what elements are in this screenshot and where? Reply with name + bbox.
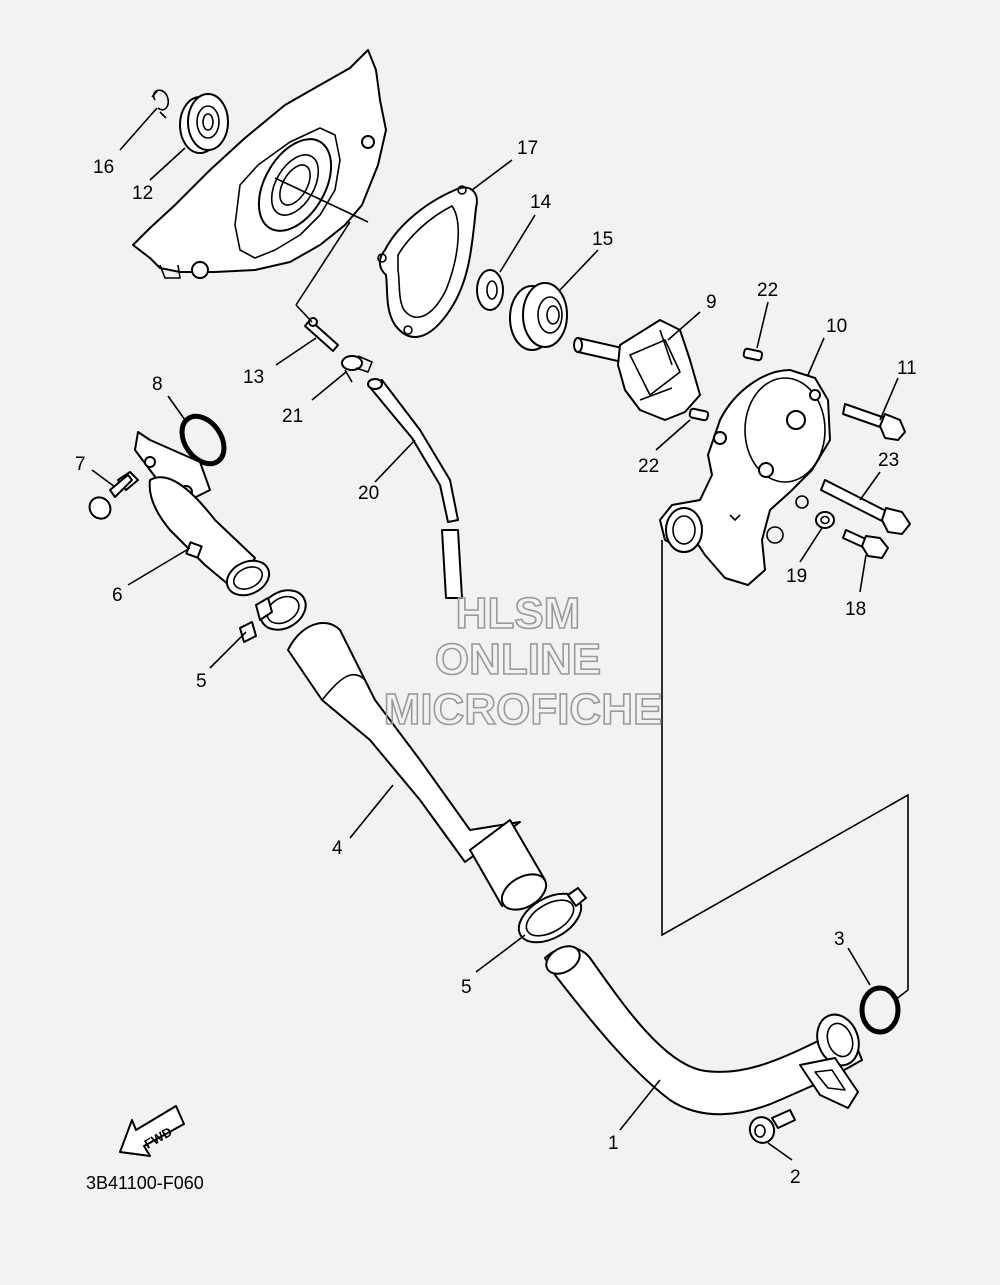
callout-19: 19 xyxy=(786,566,807,587)
callout-12: 12 xyxy=(132,183,153,204)
callout-13: 13 xyxy=(243,367,264,388)
callout-20: 20 xyxy=(358,483,379,504)
callout-11: 11 xyxy=(897,358,917,379)
bolt-11 xyxy=(842,403,906,441)
hose-4 xyxy=(287,621,548,911)
bolt-18 xyxy=(842,529,889,559)
watermark: HLSM ONLINE MICROFICHE xyxy=(383,588,663,735)
callout-7: 7 xyxy=(75,454,86,475)
callout-1: 1 xyxy=(608,1133,619,1154)
callout-5-upper: 5 xyxy=(196,671,207,692)
callout-8: 8 xyxy=(152,374,163,395)
callout-labels: 16 12 17 14 15 9 22 10 11 13 8 21 22 23 … xyxy=(75,138,917,1188)
o-ring-3 xyxy=(859,985,901,1035)
callout-10: 10 xyxy=(826,316,847,337)
watermark-line-3: MICROFICHE xyxy=(384,685,663,734)
watermark-line-1: HLSM xyxy=(456,589,581,638)
callout-14: 14 xyxy=(530,192,552,213)
callout-21: 21 xyxy=(282,406,303,427)
fwd-arrow: FWD xyxy=(119,1105,185,1157)
circlip-16 xyxy=(151,89,170,119)
impeller-shaft-9 xyxy=(573,319,701,421)
bearing-12 xyxy=(179,93,229,154)
callout-9: 9 xyxy=(706,292,717,313)
callout-23: 23 xyxy=(878,450,899,471)
mechanical-seal-15 xyxy=(509,282,568,351)
callout-2: 2 xyxy=(790,1167,801,1188)
callout-17: 17 xyxy=(517,138,538,159)
callout-3: 3 xyxy=(834,929,845,950)
gasket-17 xyxy=(377,185,478,338)
hose-clip-21 xyxy=(341,355,373,383)
bolt-2 xyxy=(748,1109,796,1144)
bolt-23 xyxy=(820,479,911,535)
dowel-pin-22-lower xyxy=(688,407,710,422)
callout-15: 15 xyxy=(592,229,613,250)
water-pump-housing-10 xyxy=(659,369,831,586)
hose-20 xyxy=(367,378,463,599)
callout-22-upper: 22 xyxy=(757,280,778,301)
oil-seal-14 xyxy=(476,269,504,311)
callout-18: 18 xyxy=(845,599,866,620)
bolt-7 xyxy=(88,471,139,520)
hose-clamp-5-lower xyxy=(517,887,587,944)
water-pipe-1 xyxy=(544,945,863,1116)
pin-13 xyxy=(304,317,339,352)
washer-19 xyxy=(815,511,835,529)
watermark-line-2: ONLINE xyxy=(435,635,601,684)
callout-5-lower: 5 xyxy=(461,977,472,998)
pipe-joint-6 xyxy=(134,431,271,597)
callout-4: 4 xyxy=(332,838,343,859)
crankcase-cover xyxy=(132,49,387,279)
diagram-code: 3B41100-F060 xyxy=(86,1173,204,1193)
assembly-lines xyxy=(295,221,909,1001)
o-ring-8 xyxy=(179,413,227,467)
callout-16: 16 xyxy=(93,157,114,178)
leader-lines xyxy=(91,107,899,1161)
hose-clamp-5-upper xyxy=(239,589,307,643)
callout-22-lower: 22 xyxy=(638,456,659,477)
dowel-pin-22-upper xyxy=(742,347,764,362)
callout-6: 6 xyxy=(112,585,123,606)
